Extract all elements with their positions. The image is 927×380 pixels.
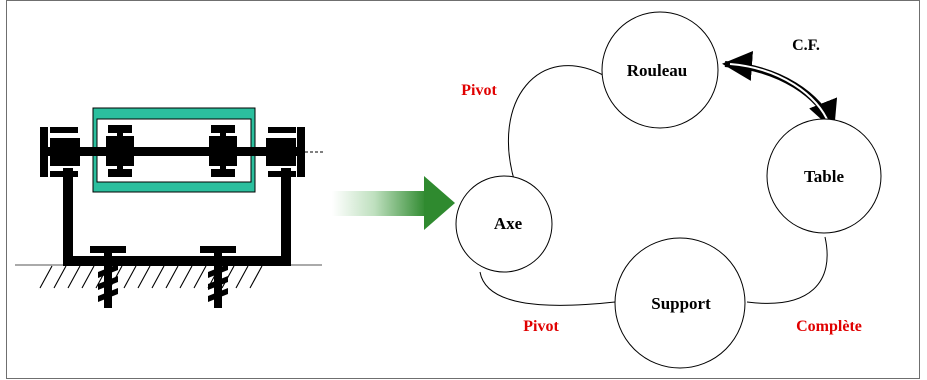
- link-label-rouleau-axe: Pivot: [461, 82, 497, 99]
- roller-mechanism-schematic-icon: [15, 107, 324, 308]
- frame: [6, 0, 920, 379]
- link-label-support-table: Complète: [796, 318, 862, 335]
- node-label-rouleau: Rouleau: [627, 61, 687, 80]
- gradient-arrow-icon: [332, 176, 455, 230]
- node-label-support: Support: [651, 294, 711, 313]
- node-support: [614, 237, 746, 369]
- edge-support-table: [746, 236, 828, 304]
- node-axe: [455, 175, 553, 273]
- node-rouleau: [601, 11, 719, 129]
- link-label-axe-support: Pivot: [523, 318, 559, 335]
- edge-rouleau-axe: [507, 65, 604, 184]
- node-label-table: Table: [804, 167, 844, 186]
- node-table: [766, 118, 882, 234]
- node-label-axe: Axe: [494, 214, 523, 233]
- cf-double-arrow: [722, 51, 838, 131]
- edge-axe-support: [479, 271, 616, 306]
- link-label-rouleau-table: C.F.: [792, 37, 820, 54]
